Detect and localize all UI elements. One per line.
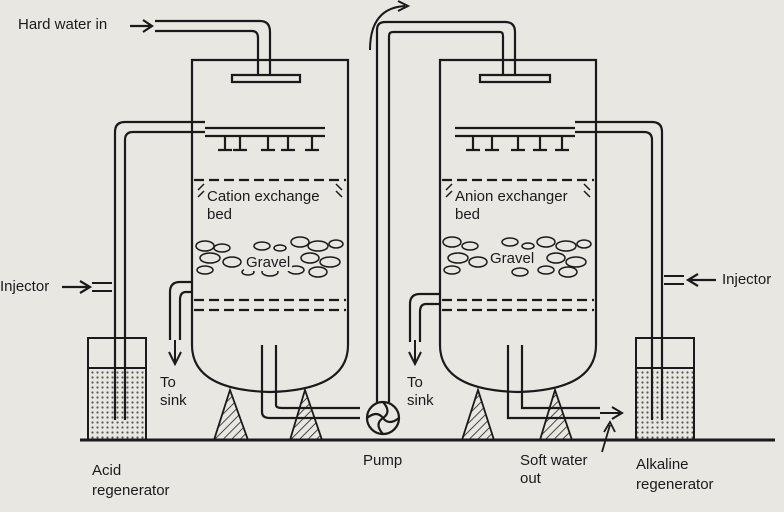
anion-gravel bbox=[442, 236, 592, 278]
label-anion-bed-2: bed bbox=[455, 206, 481, 223]
alkaline-line bbox=[575, 120, 664, 420]
label-soft-water-1: Soft water bbox=[520, 452, 588, 469]
label-acid-2: regenerator bbox=[92, 482, 170, 499]
label-soft-water-2: out bbox=[520, 470, 541, 487]
anion-tank bbox=[438, 58, 600, 420]
injector-left-mark bbox=[92, 282, 112, 292]
label-anion-bed-1: Anion exchanger bbox=[455, 188, 568, 205]
hard-water-inlet-pipe bbox=[155, 19, 272, 75]
label-to-sink-right-2: sink bbox=[407, 392, 434, 409]
sink-pipe-right bbox=[408, 292, 440, 342]
cation-bed-mark bbox=[197, 183, 343, 198]
label-gravel-left: Gravel bbox=[244, 254, 293, 271]
label-to-sink-right-1: To bbox=[407, 374, 423, 391]
alkaline-regenerator bbox=[635, 337, 695, 441]
label-hard-water-in: Hard water in bbox=[18, 16, 108, 33]
acid-regenerator bbox=[87, 337, 147, 441]
label-to-sink-left-2: sink bbox=[160, 392, 187, 409]
label-alkaline-1: Alkaline bbox=[636, 456, 689, 473]
cation-tank bbox=[190, 58, 360, 420]
sink-pipe-left bbox=[168, 280, 192, 340]
label-alkaline-2: regenerator bbox=[636, 476, 714, 493]
anion-bed-mark bbox=[445, 183, 591, 198]
injector-left-arrow bbox=[62, 280, 93, 294]
sink-arrow-left bbox=[168, 340, 182, 367]
pump-riser-arrow bbox=[369, 0, 411, 51]
hard-water-arrow bbox=[130, 19, 154, 33]
acid-line bbox=[113, 120, 205, 420]
sink-arrow-right bbox=[408, 340, 422, 367]
cation-gravel bbox=[195, 236, 344, 278]
tank-supports bbox=[212, 387, 574, 441]
pump bbox=[365, 20, 517, 436]
label-gravel-right: Gravel bbox=[488, 250, 537, 267]
label-injector-right: Injector bbox=[722, 271, 772, 288]
injector-right-mark bbox=[664, 275, 684, 285]
label-pump: Pump bbox=[363, 452, 403, 469]
label-cation-bed-2: bed bbox=[207, 206, 233, 223]
injector-right-arrow bbox=[685, 273, 716, 287]
soft-water-pointer bbox=[601, 420, 616, 453]
label-cation-bed-1: Cation exchange bbox=[207, 188, 320, 205]
label-acid-1: Acid bbox=[92, 462, 122, 479]
soft-water-arrow bbox=[600, 406, 624, 420]
label-to-sink-left-1: To bbox=[160, 374, 176, 391]
label-injector-left: Injector bbox=[0, 278, 50, 295]
